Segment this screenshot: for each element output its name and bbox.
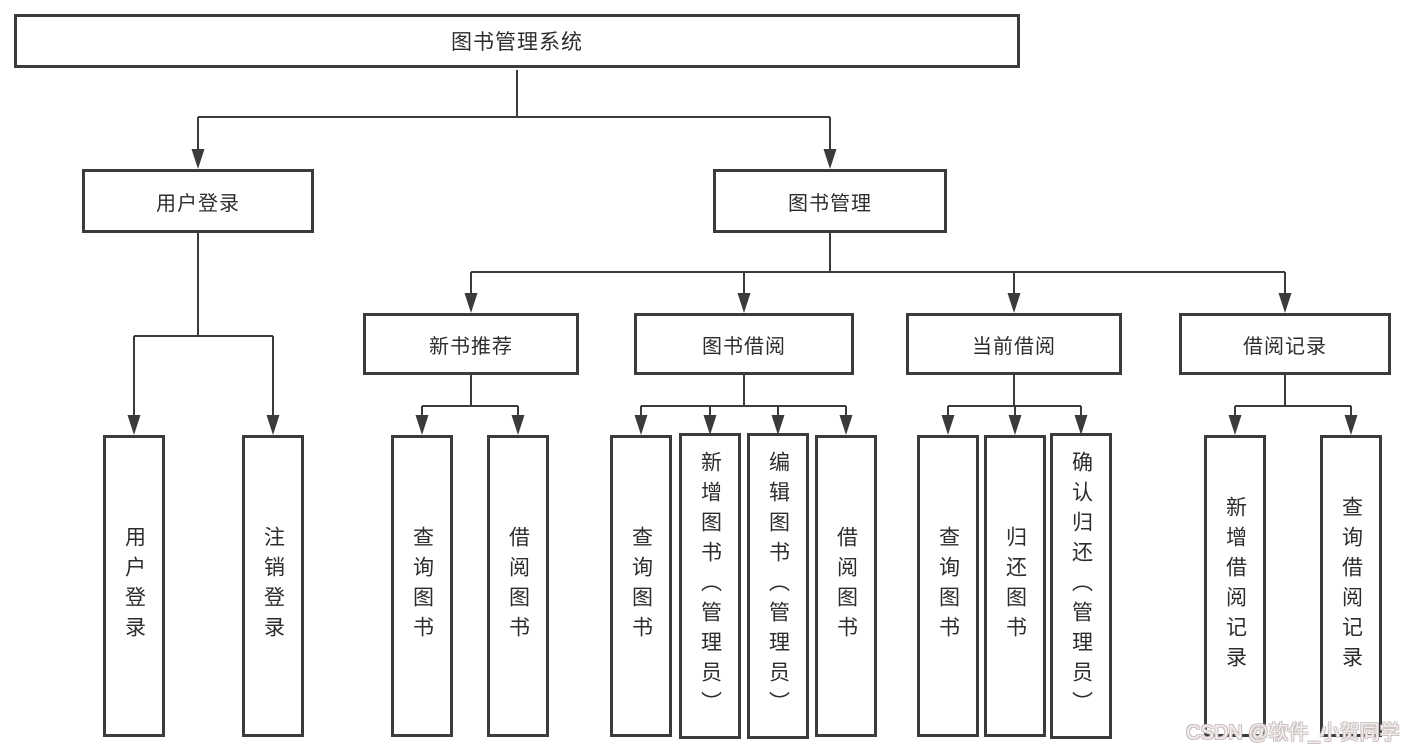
arrowhead [634, 415, 648, 435]
edge-book-borrowing-to-leaves [640, 375, 847, 432]
edge-root-to-level2 [197, 70, 831, 166]
node-label: 新书推荐 [429, 335, 513, 358]
leaf-return-books: 归还图书 [984, 435, 1046, 737]
node-borrowing-records: 借阅记录 [1179, 313, 1391, 375]
leaf-edit-book-admin: 编辑图书（管理员） [747, 433, 809, 739]
arrowhead [703, 415, 717, 435]
edge-borrowing-records-to-leaves [1234, 375, 1352, 432]
node-new-book-recommend: 新书推荐 [363, 313, 579, 375]
arrowhead [511, 415, 525, 435]
arrowhead [127, 415, 141, 435]
node-label: 用户登录 [122, 526, 146, 646]
leaf-query-borrow-record: 查询借阅记录 [1320, 435, 1382, 737]
node-label: 编辑图书（管理员） [766, 451, 790, 721]
leaf-add-book-admin: 新增图书（管理员） [679, 433, 741, 739]
arrowhead [464, 293, 478, 313]
node-book-management: 图书管理 [713, 169, 947, 233]
leaf-borrow-books-1: 借阅图书 [487, 435, 549, 737]
csdn-watermark: CSDN @软件_小贺同学 [1186, 722, 1400, 744]
node-label: 查询借阅记录 [1339, 496, 1363, 676]
leaf-add-borrow-record: 新增借阅记录 [1204, 435, 1266, 737]
node-current-borrowing: 当前借阅 [906, 313, 1122, 375]
edge-book-management-to-level3 [470, 233, 1286, 310]
leaf-confirm-return-admin: 确认归还（管理员） [1050, 433, 1112, 739]
node-label: 注销登录 [261, 526, 285, 646]
arrowhead [1074, 415, 1088, 435]
node-label: 新增图书（管理员） [698, 451, 722, 721]
edge-new-book-to-leaves [421, 375, 519, 432]
leaf-logout: 注销登录 [242, 435, 304, 737]
node-label: 用户登录 [156, 192, 240, 215]
node-label: 借阅图书 [506, 526, 530, 646]
node-label: 查询图书 [936, 526, 960, 646]
edge-user-login-to-leaves [133, 233, 274, 432]
node-label: 借阅图书 [834, 526, 858, 646]
arrowhead [191, 149, 205, 169]
node-user-login: 用户登录 [82, 169, 314, 233]
node-label: 图书管理系统 [451, 31, 583, 54]
arrowhead [1228, 415, 1242, 435]
node-label: 查询图书 [410, 526, 434, 646]
arrowhead [771, 415, 785, 435]
node-book-borrowing: 图书借阅 [634, 313, 854, 375]
arrowhead [823, 149, 837, 169]
arrowhead [839, 415, 853, 435]
arrowhead [1008, 415, 1022, 435]
node-label: 当前借阅 [972, 335, 1056, 358]
node-label: 新增借阅记录 [1223, 496, 1247, 676]
node-label: 图书借阅 [702, 335, 786, 358]
node-label: 确认归还（管理员） [1069, 451, 1093, 721]
node-label: 归还图书 [1003, 526, 1027, 646]
leaf-query-books-2: 查询图书 [610, 435, 672, 737]
arrowhead [1344, 415, 1358, 435]
node-label: 查询图书 [629, 526, 653, 646]
leaf-query-books-3: 查询图书 [917, 435, 979, 737]
leaf-borrow-books-2: 借阅图书 [815, 435, 877, 737]
arrowhead [941, 415, 955, 435]
leaf-query-books-1: 查询图书 [391, 435, 453, 737]
node-label: 借阅记录 [1243, 335, 1327, 358]
arrowhead [737, 293, 751, 313]
node-root: 图书管理系统 [14, 14, 1020, 68]
arrowhead [1007, 293, 1021, 313]
leaf-user-login: 用户登录 [103, 435, 165, 737]
node-label: 图书管理 [788, 192, 872, 215]
arrowhead [415, 415, 429, 435]
arrowhead [1278, 293, 1292, 313]
arrowhead [266, 415, 280, 435]
